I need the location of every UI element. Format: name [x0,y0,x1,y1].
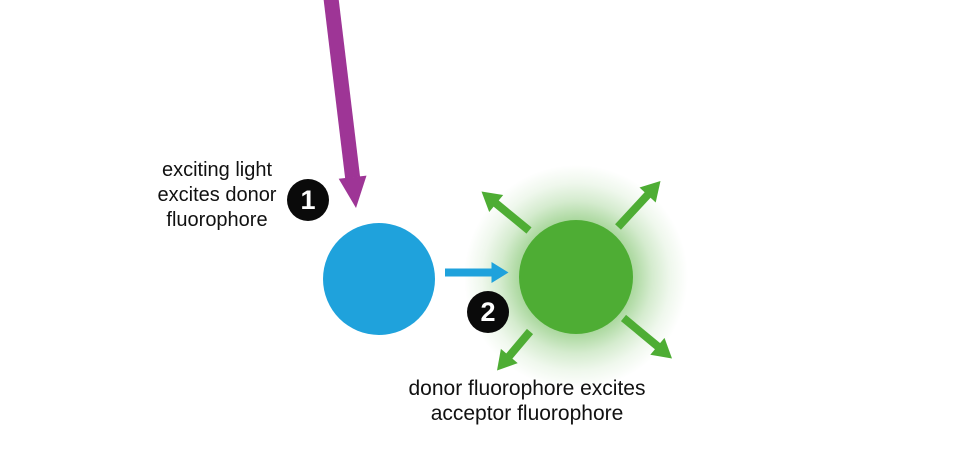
step1-label-line: exciting light [161,159,273,181]
step2-label-line: acceptor fluorophore [430,402,624,425]
energy-transfer-arrow-head [491,262,509,283]
acceptor-fluorophore-circle [519,220,633,334]
emission-arrow-upleft-shaft [492,199,532,234]
emission-arrows [481,181,672,371]
donor-fluorophore-circle [323,223,435,335]
step2-label: donor fluorophore excites acceptor fluor… [352,376,702,426]
emission-arrow-upright-shaft [615,191,652,230]
emission-arrow-downright-shaft [620,314,662,351]
step1-label: exciting light excites donor fluorophore [67,158,367,233]
step2-label-line: donor fluorophore excites [408,377,646,400]
step1-label-line: fluorophore [166,209,268,231]
exciting-light-arrow-head [338,175,367,208]
emission-arrow-downright-head [650,337,672,359]
exciting-light-arrow-shaft [323,0,361,179]
step1-label-line: excites donor [157,184,277,206]
step2-badge: 2 [467,291,509,333]
emission-arrow-downleft-head [497,348,518,371]
emission-arrow-downleft-shaft [505,328,534,360]
step1-badge: 1 [287,179,329,221]
emission-arrow-upleft-head [481,191,504,212]
emission-arrow-upright-head [639,181,661,203]
